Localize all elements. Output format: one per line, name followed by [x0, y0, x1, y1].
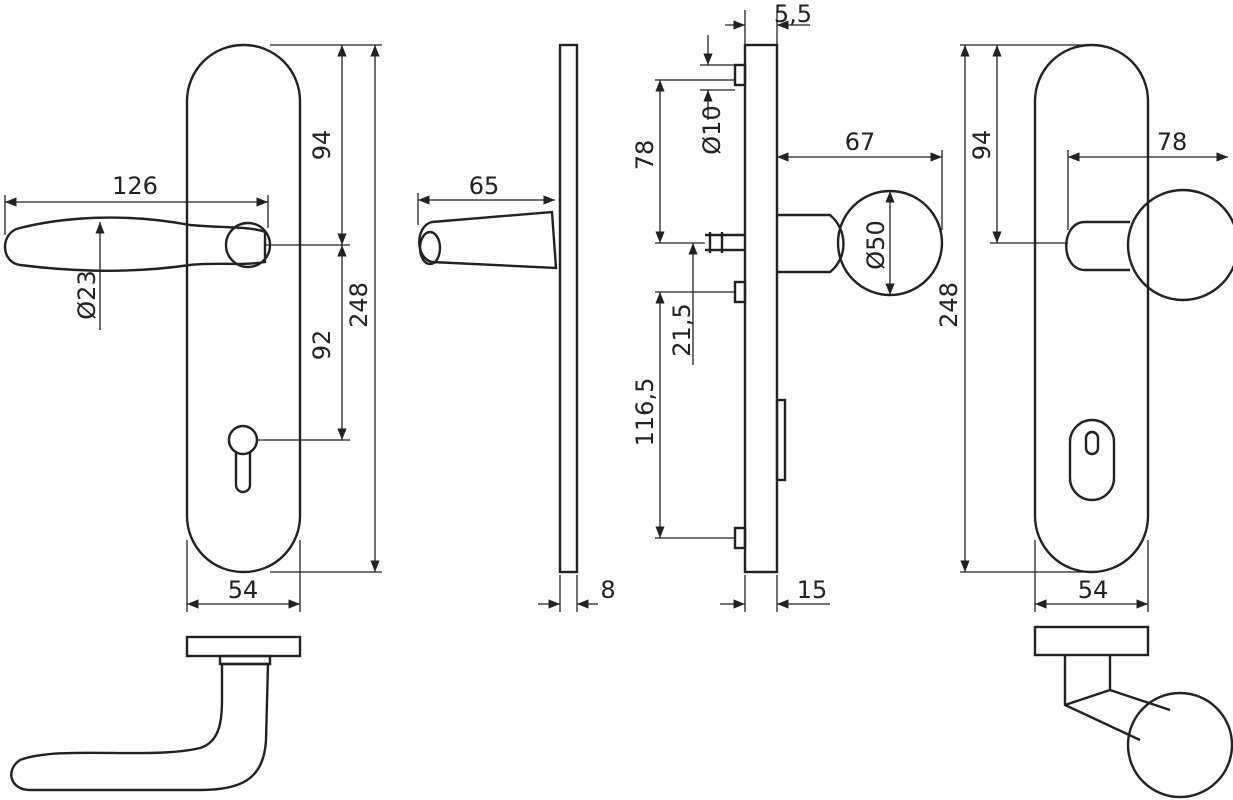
knob-top — [1126, 691, 1233, 799]
dim-lever-diameter: Ø23 — [73, 270, 101, 319]
plate-side — [558, 43, 579, 574]
dim-8: 8 — [600, 576, 615, 604]
side-view-lever: 65 8 — [417, 43, 616, 612]
dim-21-5: 21,5 — [668, 303, 696, 356]
dim-92: 92 — [308, 330, 336, 361]
keyhole — [227, 424, 259, 494]
front-view-knob: 94 248 78 54 — [935, 43, 1233, 612]
dim-5-5: 5,5 — [774, 0, 812, 28]
dim-pin-diameter: Ø10 — [698, 105, 726, 154]
top-view-lever — [10, 635, 302, 792]
top-view-knob — [1033, 625, 1233, 799]
dim-94-right: 94 — [968, 130, 996, 161]
dim-248-left: 248 — [345, 282, 373, 328]
front-view-lever: 126 Ø23 94 92 248 54 — [3, 43, 382, 612]
lever-top — [10, 662, 270, 792]
dim-54-left: 54 — [228, 576, 259, 604]
dim-94-left: 94 — [308, 130, 336, 161]
backplate — [185, 43, 302, 574]
dim-54-right: 54 — [1078, 576, 1109, 604]
dim-78-side: 78 — [631, 140, 659, 171]
knob-neck — [777, 213, 845, 274]
dim-lever-length: 126 — [112, 172, 158, 200]
side-view-knob: 5,5 Ø10 78 67 Ø50 21,5 116,5 15 — [631, 0, 944, 612]
knob-front — [1126, 188, 1233, 302]
dim-248-right: 248 — [935, 282, 963, 328]
plate-side-knob — [743, 43, 779, 574]
cylinder-escutcheon — [1068, 418, 1116, 502]
dim-78-front: 78 — [1157, 128, 1188, 156]
lever-handle — [3, 216, 267, 272]
dim-67: 67 — [845, 128, 876, 156]
backplate-right — [1033, 43, 1150, 574]
dim-15: 15 — [797, 576, 828, 604]
dim-65: 65 — [469, 172, 500, 200]
dim-knob-diameter: Ø50 — [862, 220, 890, 269]
dim-116-5: 116,5 — [631, 378, 659, 447]
